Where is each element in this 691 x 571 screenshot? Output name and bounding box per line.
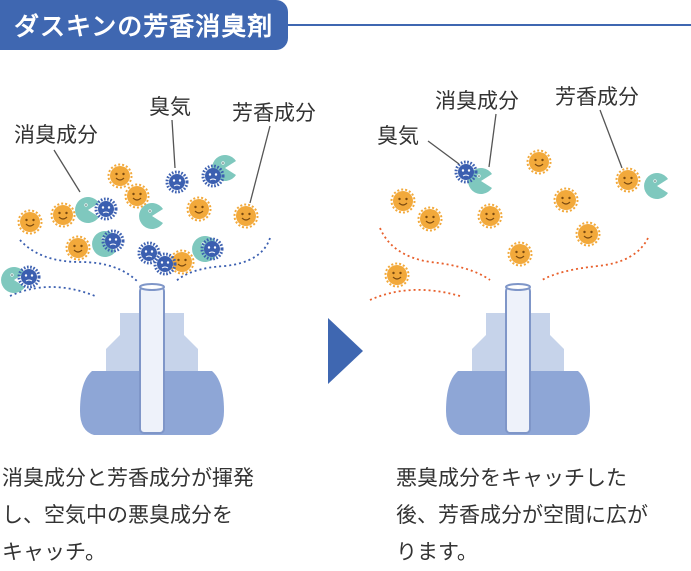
right-vapor-lines: [369, 227, 649, 301]
right-caption: 悪臭成分をキャッチした 後、芳香成分が空間に広が ります。: [396, 460, 648, 571]
right-particles: [384, 149, 668, 288]
left-caption-line: 消臭成分と芳香成分が揮発: [2, 466, 254, 490]
left-leader-lines: [53, 119, 271, 204]
left-caption-line: し、空気中の悪臭成分を: [2, 503, 233, 527]
play-arrow-icon: [328, 318, 363, 384]
page-title: ダスキンの芳香消臭剤: [0, 0, 288, 50]
left-caption-line: キャッチ。: [2, 540, 106, 564]
right-caption-line: 悪臭成分をキャッチした: [396, 466, 627, 490]
right-label-deodorant: 消臭成分: [435, 89, 519, 113]
right-caption-line: 後、芳香成分が空間に広が: [396, 503, 648, 527]
left-label-odor: 臭気: [149, 95, 191, 119]
left-caption: 消臭成分と芳香成分が揮発 し、空気中の悪臭成分を キャッチ。: [2, 460, 254, 571]
left-vapor-lines: [9, 237, 271, 297]
right-leader-lines: [427, 109, 623, 169]
left-diffuser-bottle-icon: [79, 283, 225, 436]
left-label-fragrance: 芳香成分: [232, 101, 316, 125]
right-label-fragrance: 芳香成分: [555, 85, 639, 109]
right-caption-line: ります。: [396, 540, 478, 564]
title-rule: [288, 24, 691, 26]
right-label-odor: 臭気: [377, 124, 419, 148]
left-label-deodorant: 消臭成分: [14, 123, 98, 147]
left-particles: [1, 155, 259, 293]
right-diffuser-bottle-icon: [445, 283, 591, 436]
